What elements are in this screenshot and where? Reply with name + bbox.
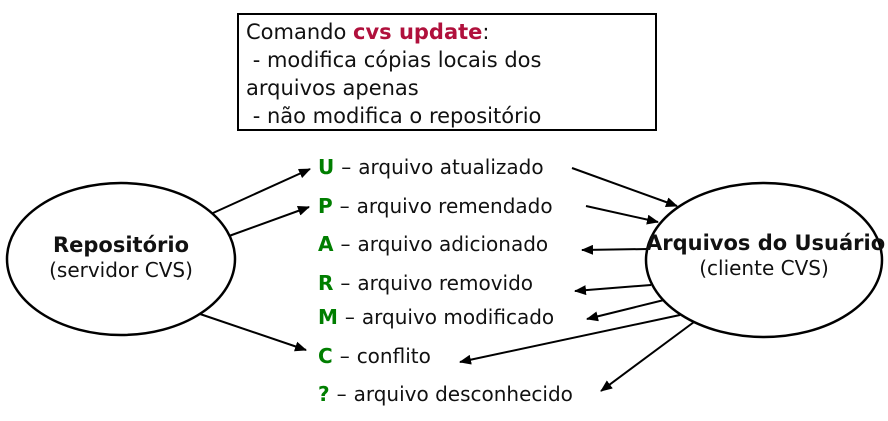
info-line-3: arquivos apenas (246, 76, 419, 100)
repository-title: Repositório (52, 233, 190, 257)
arrow-user-to-m (586, 299, 665, 322)
cvs-update-command-text: cvs update (353, 20, 483, 44)
status-description: arquivo removido (357, 271, 534, 295)
status-code: P (318, 194, 333, 218)
status-description: arquivo adicionado (357, 232, 549, 256)
arrow-user-to-r (574, 284, 652, 296)
user-files-ellipse-shape (644, 181, 884, 339)
status-row-patched: P–arquivo remendado (318, 192, 553, 220)
status-separator: – (341, 155, 352, 179)
arrow-repo-to-p (228, 206, 310, 237)
status-description: conflito (356, 344, 431, 368)
repository-ellipse-shape (5, 181, 237, 337)
arrow-u-to-user (571, 167, 678, 207)
status-code: C (318, 344, 333, 368)
status-row-removed: R–arquivo removido (318, 269, 533, 297)
arrow-user-to-unknown (600, 321, 695, 392)
status-row-added: A–arquivo adicionado (318, 230, 548, 258)
status-row-updated: U–arquivo atualizado (318, 153, 544, 181)
arrow-repo-to-c (199, 313, 307, 352)
status-code: U (318, 155, 335, 179)
user-files-label: Arquivos do Usuário (cliente CVS) (646, 231, 886, 281)
repository-subtitle: (servidor CVS) (49, 258, 193, 282)
status-description: arquivo modificado (361, 305, 555, 329)
status-row-modified: M–arquivo modificado (318, 303, 554, 331)
user-files-subtitle: (cliente CVS) (699, 256, 829, 280)
status-description: arquivo atualizado (358, 155, 544, 179)
status-separator: – (344, 305, 355, 329)
status-separator: – (340, 271, 351, 295)
status-row-unknown: ?–arquivo desconhecido (318, 380, 573, 408)
repository-label: Repositório (servidor CVS) (7, 233, 235, 283)
status-separator: – (339, 344, 350, 368)
status-code: ? (318, 382, 330, 406)
arrow-user-to-c (459, 314, 681, 365)
status-row-conflict: C–conflito (318, 342, 431, 370)
status-separator: – (336, 382, 347, 406)
status-separator: – (340, 232, 351, 256)
arrow-repo-to-u (212, 168, 311, 214)
status-description: arquivo remendado (356, 194, 553, 218)
status-code: M (318, 305, 338, 329)
info-line-4: - não modifica o repositório (246, 104, 542, 128)
user-files-title: Arquivos do Usuário (646, 231, 886, 255)
info-command-suffix: : (482, 20, 490, 44)
status-code: R (318, 271, 334, 295)
status-description: arquivo desconhecido (353, 382, 573, 406)
info-line-2: - modifica cópias locais dos (246, 48, 542, 72)
arrow-p-to-user (585, 205, 659, 225)
cvs-update-info-box: Comando cvs update: - modifica cópias lo… (237, 13, 657, 131)
arrow-user-to-a (581, 244, 649, 255)
status-separator: – (339, 194, 350, 218)
info-line-command: Comando cvs update: (246, 18, 655, 46)
info-command-prefix: Comando (246, 20, 353, 44)
status-code: A (318, 232, 334, 256)
